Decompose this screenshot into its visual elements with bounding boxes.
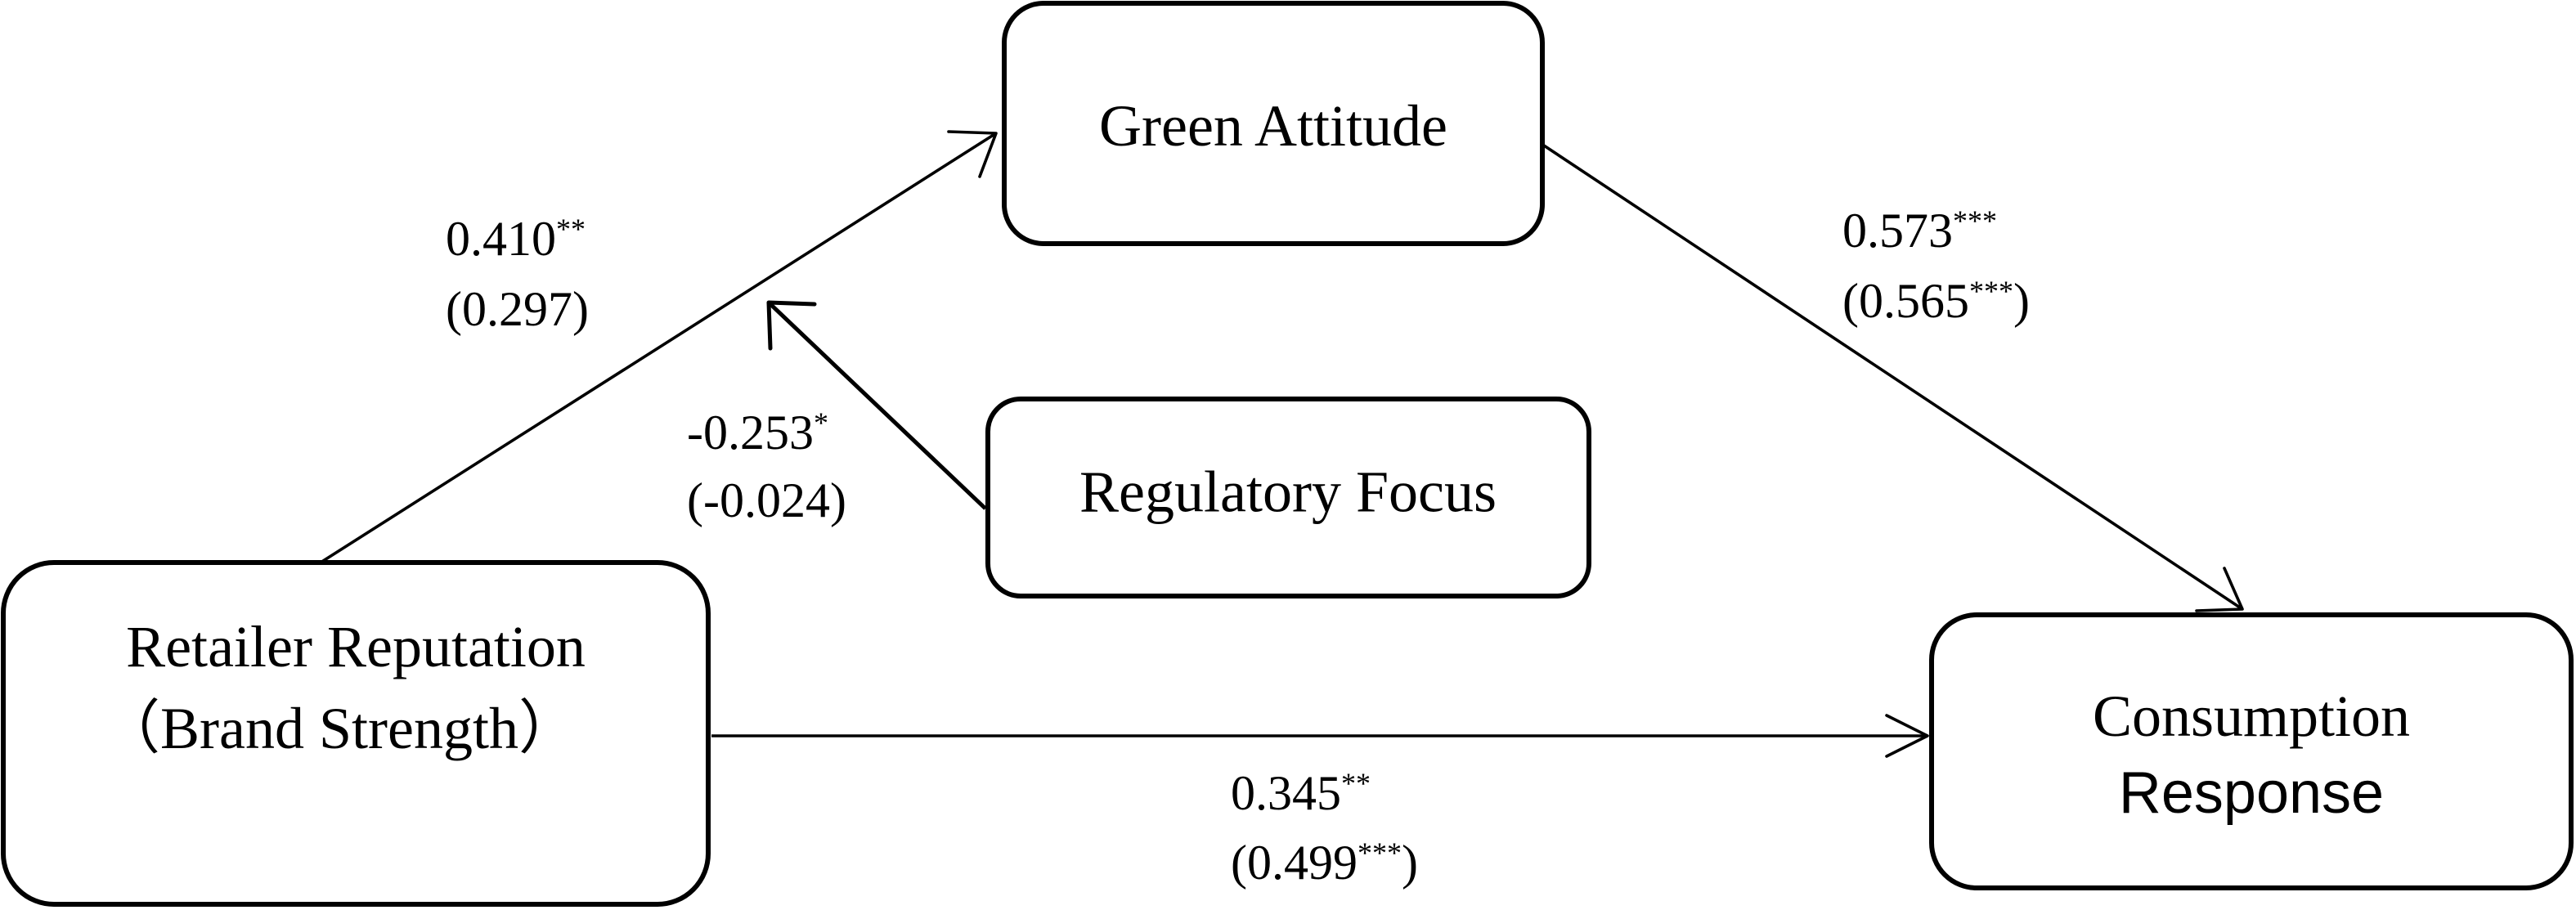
node-retailer-reputation-line-2: （Brand Strength） xyxy=(101,696,577,761)
alt-coef-retailer-to-consumption: (0.499***) xyxy=(1231,836,1418,890)
node-consumption-response: Consumption Response xyxy=(1929,612,2574,890)
label-retailer-to-consumption: 0.345** (0.499***) xyxy=(1231,766,1418,890)
coef-moderator: -0.253* xyxy=(687,406,828,459)
node-retailer-reputation-line-1: Retailer Reputation xyxy=(126,614,586,679)
alt-coef-green-to-consumption: (0.565***) xyxy=(1842,274,2030,328)
alt-coef-moderator: (-0.024) xyxy=(687,473,846,527)
coef-retailer-to-consumption: 0.345** xyxy=(1231,766,1371,820)
edge-green-to-consumption xyxy=(1543,144,2244,612)
node-green-attitude-label: Green Attitude xyxy=(1099,93,1447,159)
label-moderator: -0.253* (-0.024) xyxy=(687,406,846,527)
edge-moderator xyxy=(766,300,987,510)
node-consumption-response-line-1: Consumption xyxy=(2093,684,2410,749)
label-retailer-to-green: 0.410** (0.297) xyxy=(446,212,589,336)
node-regulatory-focus-label: Regulatory Focus xyxy=(1079,459,1497,525)
edge-retailer-to-green xyxy=(320,130,998,564)
coef-retailer-to-green: 0.410** xyxy=(446,212,586,266)
alt-coef-retailer-to-green: (0.297) xyxy=(446,282,589,336)
node-consumption-response-line-2: Response xyxy=(2119,760,2384,826)
node-regulatory-focus: Regulatory Focus xyxy=(985,397,1591,598)
edge-retailer-to-consumption xyxy=(711,714,1929,758)
coef-green-to-consumption: 0.573*** xyxy=(1842,204,1997,258)
node-retailer-reputation: Retailer Reputation （Brand Strength） xyxy=(1,560,711,907)
node-green-attitude: Green Attitude xyxy=(1002,1,1545,246)
label-green-to-consumption: 0.573*** (0.565***) xyxy=(1842,204,2030,328)
